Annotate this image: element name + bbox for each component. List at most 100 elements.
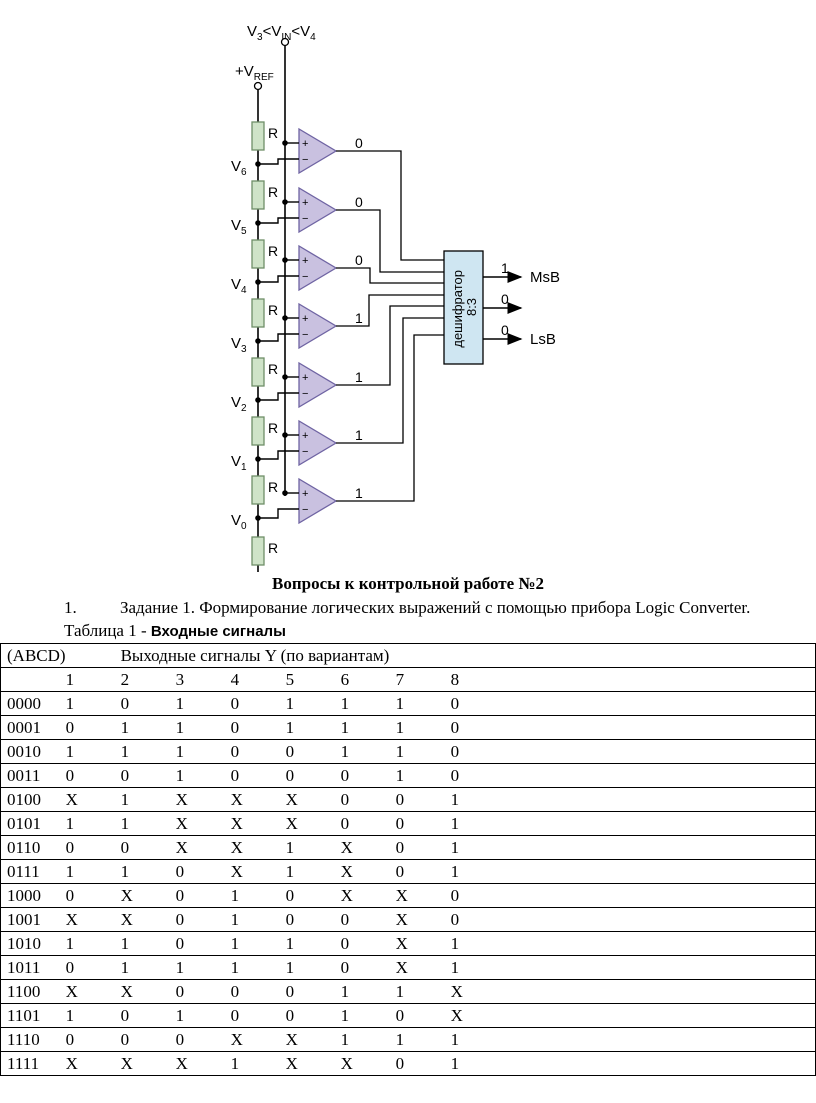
resistor-label: R [268,420,278,436]
output-value-cell: 0 [175,979,231,1004]
output-value-cell: 0 [340,811,396,836]
output-value-cell: 1 [65,739,121,764]
comparator-output-wire [336,267,444,284]
decoder-block [443,250,484,365]
output-value-cell: 0 [230,739,286,764]
output-value-cell: 0 [175,859,231,884]
output-value-cell: 0 [450,907,506,932]
output-value-cell: 0 [175,931,231,956]
output-value-cell: X [230,835,286,860]
output-value-cell: 0 [340,955,396,980]
comparator-minus: − [302,388,308,400]
comparator-minus: − [302,329,308,341]
output-value-cell: 1 [395,691,451,716]
variant-number-cell: 8 [450,667,506,692]
output-value-cell: 1 [120,715,176,740]
input-combination-cell: 0100 [0,787,66,812]
resistor [251,121,265,151]
comparator-plus: + [302,138,308,150]
output-value-cell: X [285,1051,341,1076]
output-value-cell: X [120,883,176,908]
output-value-cell: 1 [65,931,121,956]
output-value-cell: 1 [450,811,506,836]
output-value-cell: 0 [65,883,121,908]
resistor-label: R [268,125,278,141]
comparator-output-wire [336,334,444,502]
output-value-cell: 0 [340,787,396,812]
decoder-output-value: 0 [501,291,509,307]
node-label: V3 [231,335,247,355]
output-value-cell: 0 [230,691,286,716]
wire [258,450,299,460]
filler-cell [505,1027,816,1052]
output-value-cell: 1 [285,835,341,860]
wire [258,508,299,519]
output-value-cell: 0 [450,883,506,908]
output-value-cell: 0 [395,1003,451,1028]
output-value-cell: 1 [175,739,231,764]
node-label: V2 [231,394,247,414]
output-value-cell: X [395,907,451,932]
output-value-cell: 1 [230,955,286,980]
output-value-cell: 1 [395,763,451,788]
output-value-cell: 0 [340,907,396,932]
wire [258,217,299,224]
resistor-label: R [268,479,278,495]
output-value-cell: X [175,835,231,860]
output-value-cell: 0 [285,907,341,932]
output-value-cell: 1 [65,859,121,884]
output-value-cell: 0 [120,835,176,860]
output-value-cell: 0 [230,979,286,1004]
output-value-cell: 0 [230,715,286,740]
output-value-cell: 0 [65,763,121,788]
output-value-cell: 1 [230,931,286,956]
output-value-cell: 0 [175,1027,231,1052]
header-input-cell: (ABCD) [0,643,66,668]
node-label: V5 [231,217,247,237]
input-combination-cell: 0000 [0,691,66,716]
output-value-cell: X [395,955,451,980]
comparator-minus: − [302,154,308,166]
output-value-cell: X [65,1051,121,1076]
output-value-cell: 1 [285,931,341,956]
comparator-output-wire [336,317,444,444]
output-value-cell: 0 [450,715,506,740]
output-value-cell: 1 [120,811,176,836]
filler-cell [505,1051,816,1076]
filler-cell [505,955,816,980]
output-value-cell: X [120,907,176,932]
input-combination-cell: 0110 [0,835,66,860]
vin-terminal [280,37,290,47]
comparator-output-value: 0 [355,194,363,210]
node-label: V0 [231,512,247,532]
comparator-output-value: 0 [355,252,363,268]
output-value-cell: 0 [450,739,506,764]
decoder-output-value: 0 [501,322,509,338]
output-value-cell: 1 [450,1051,506,1076]
comparator-minus: − [302,504,308,516]
comparator-output-value: 0 [355,135,363,151]
filler-cell [505,835,816,860]
output-value-cell: X [65,979,121,1004]
variant-number-cell: 3 [175,667,231,692]
output-value-cell: X [120,979,176,1004]
comparator-plus: + [302,313,308,325]
wire [258,158,299,165]
comparator-plus: + [302,488,308,500]
comparator-plus: + [302,372,308,384]
empty-cell [0,667,66,692]
input-combination-cell: 0101 [0,811,66,836]
output-value-cell: 1 [230,883,286,908]
vref-terminal [253,81,263,91]
wire [258,275,299,283]
input-combination-cell: 1100 [0,979,66,1004]
table-caption: Таблица 1 - Входные сигналы [64,621,286,641]
comparator-plus: + [302,255,308,267]
